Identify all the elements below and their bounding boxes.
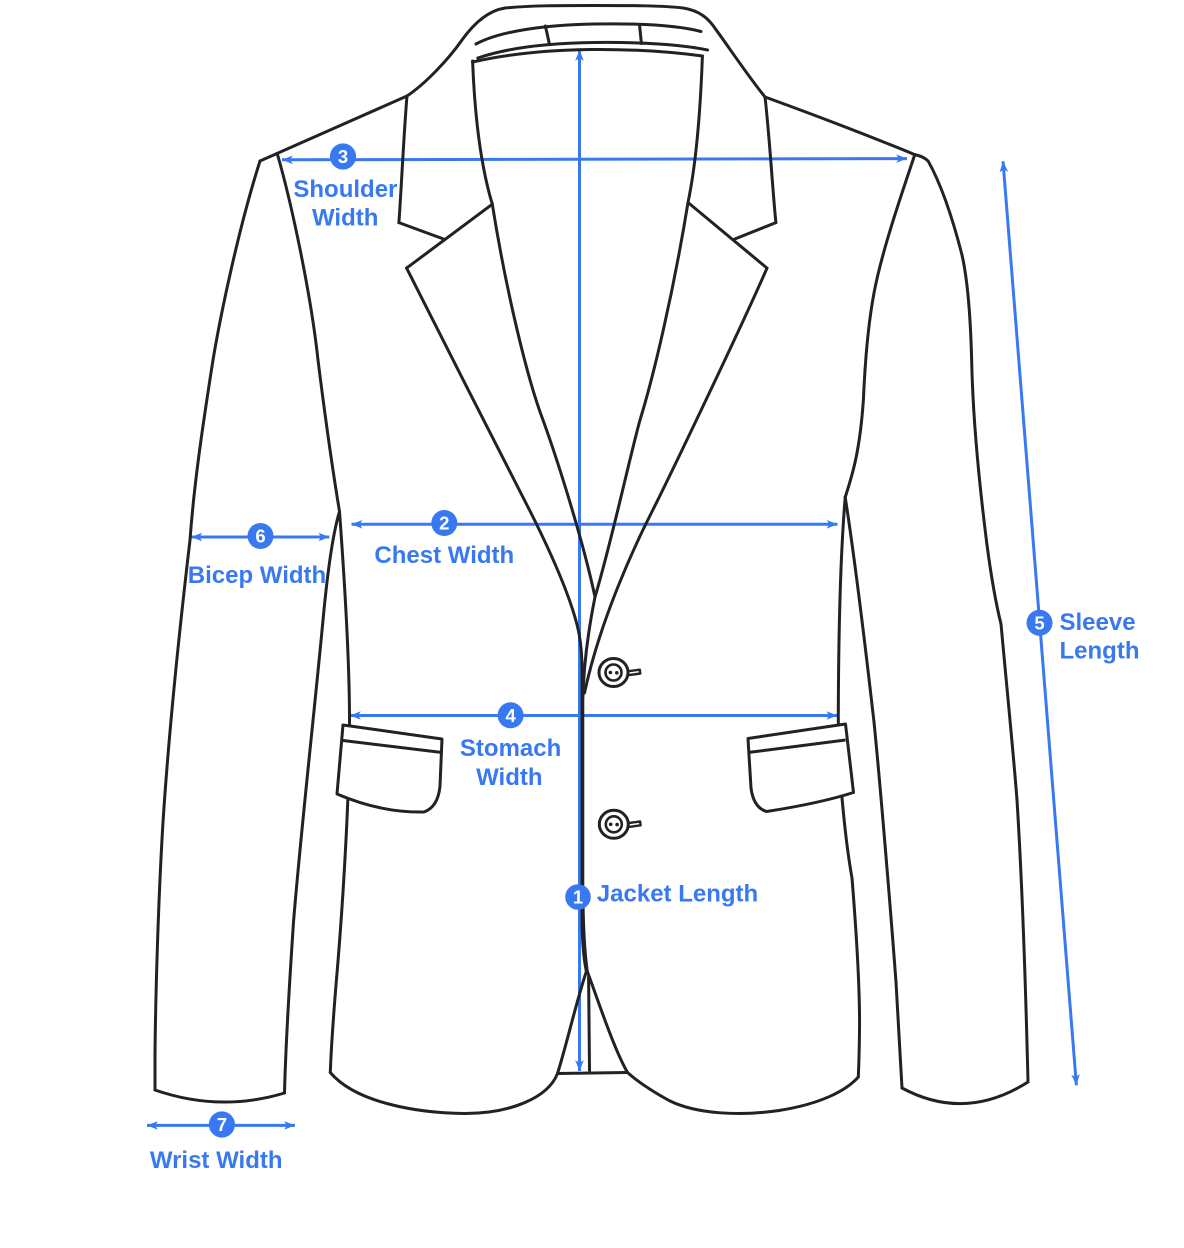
svg-text:Stomach: Stomach	[460, 735, 561, 762]
svg-text:1: 1	[573, 887, 583, 908]
svg-text:3: 3	[338, 146, 348, 167]
svg-text:2: 2	[439, 513, 449, 534]
svg-text:Sleeve: Sleeve	[1060, 609, 1136, 636]
svg-text:Length: Length	[1060, 638, 1140, 665]
svg-text:5: 5	[1034, 612, 1044, 633]
svg-text:Width: Width	[312, 205, 378, 232]
svg-text:7: 7	[217, 1114, 227, 1135]
svg-text:Wrist Width: Wrist Width	[150, 1147, 283, 1174]
svg-text:6: 6	[255, 526, 265, 547]
svg-text:Width: Width	[476, 764, 542, 791]
svg-text:4: 4	[505, 705, 516, 726]
svg-text:Jacket Length: Jacket Length	[597, 880, 758, 907]
svg-text:Chest Width: Chest Width	[374, 542, 514, 569]
svg-text:Bicep Width: Bicep Width	[188, 562, 326, 589]
svg-text:Shoulder: Shoulder	[293, 176, 397, 203]
